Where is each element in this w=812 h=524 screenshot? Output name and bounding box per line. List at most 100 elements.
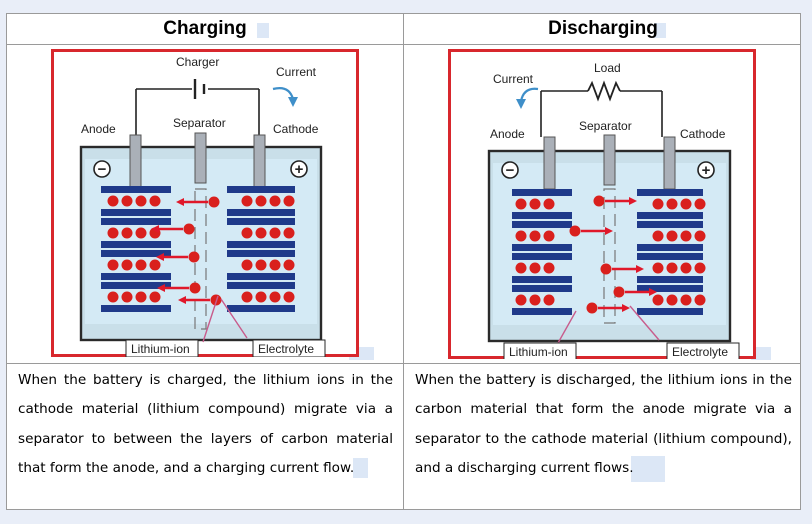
electrode-layer xyxy=(512,189,572,196)
cathode-label: Cathode xyxy=(273,122,319,136)
load-resistor xyxy=(587,80,621,102)
anode-layers xyxy=(101,186,171,312)
electrode-layer xyxy=(637,276,703,283)
electrolyte-box xyxy=(666,342,740,359)
migrating-lithium-ion xyxy=(569,225,581,237)
lithium-ion xyxy=(680,294,692,306)
electrode-layer xyxy=(101,209,171,216)
body-divider xyxy=(7,363,800,364)
migrating-lithium-ion xyxy=(600,263,612,275)
migration-arrowhead xyxy=(629,197,637,205)
lithium-ion xyxy=(255,291,267,303)
lithium-ion xyxy=(107,195,119,207)
lithium-ion xyxy=(269,291,281,303)
lithium-ion-label: Lithium-ion xyxy=(509,345,568,359)
lithium-ion xyxy=(652,294,664,306)
migration-arrowhead xyxy=(151,225,159,233)
migration-arrowhead xyxy=(157,284,165,292)
plus-sign xyxy=(697,161,715,179)
lithium-ion xyxy=(515,294,527,306)
electrolyte-label: Electrolyte xyxy=(672,345,728,359)
migration-arrowhead xyxy=(156,253,164,261)
lithium-ion xyxy=(283,195,295,207)
lithium-ion xyxy=(255,259,267,271)
electrode-layer xyxy=(227,218,295,225)
lithium-ion xyxy=(135,291,147,303)
charging-header: Charging xyxy=(163,18,247,39)
lithium-ion xyxy=(241,291,253,303)
lithium-ion xyxy=(255,227,267,239)
minus-label: − xyxy=(506,162,515,179)
lithium-ion xyxy=(543,198,555,210)
lithium-ion xyxy=(515,230,527,242)
column-divider xyxy=(403,14,404,509)
minus-label: − xyxy=(98,161,107,178)
lithium-ion xyxy=(135,195,147,207)
lithium-ion-label: Lithium-ion xyxy=(131,342,190,356)
lithium-ion xyxy=(680,262,692,274)
migration-arrowhead xyxy=(622,304,630,312)
electrode-layer xyxy=(637,212,703,219)
lithium-ion xyxy=(543,262,555,274)
electrolyte-pointer xyxy=(629,305,660,341)
lithium-ion xyxy=(694,198,706,210)
plus-label: + xyxy=(295,161,304,178)
electrode-layer xyxy=(227,305,295,312)
electrode-layer xyxy=(637,253,703,260)
lithium-ion xyxy=(283,291,295,303)
lithium-ion xyxy=(269,227,281,239)
lithium-ion xyxy=(121,291,133,303)
electrode-layer xyxy=(101,250,171,257)
electrode-layer xyxy=(512,308,572,315)
lithium-ion xyxy=(107,259,119,271)
charging-diagram: Charger Current Anode Separator Cathode … xyxy=(51,49,359,357)
electrode-layer xyxy=(512,253,572,260)
minus-sign xyxy=(93,160,111,178)
charging-description: When the battery is charged, the lithium… xyxy=(18,372,393,476)
lithium-ion-box xyxy=(503,342,577,359)
electrode-layer xyxy=(512,212,572,219)
load-label: Load xyxy=(594,61,621,75)
migration-arrowhead xyxy=(636,265,644,273)
migrating-lithium-ion xyxy=(208,196,220,208)
anode-terminal xyxy=(129,134,142,188)
separator-post xyxy=(194,132,207,184)
lithium-ion xyxy=(269,195,281,207)
lithium-ion xyxy=(515,198,527,210)
header-divider xyxy=(7,44,800,45)
lithium-ion xyxy=(515,262,527,274)
discharging-header: Discharging xyxy=(548,18,658,39)
lithium-ion-box xyxy=(125,339,199,357)
lithium-ion xyxy=(529,198,541,210)
lithium-ion xyxy=(283,259,295,271)
lithium-ion xyxy=(135,227,147,239)
lithium-ion xyxy=(666,294,678,306)
lithium-ion xyxy=(269,259,281,271)
lithium-ion xyxy=(680,198,692,210)
migrating-ions xyxy=(151,196,222,306)
migrating-lithium-ion xyxy=(613,286,625,298)
lithium-ion xyxy=(107,291,119,303)
lithium-ion xyxy=(652,262,664,274)
lithium-ion xyxy=(121,195,133,207)
lithium-ion xyxy=(283,227,295,239)
electrode-layer xyxy=(101,186,171,193)
lithium-ion xyxy=(255,195,267,207)
current-label: Current xyxy=(493,72,534,86)
electrolyte-label: Electrolyte xyxy=(258,342,314,356)
separator-membrane xyxy=(194,188,207,330)
text-highlight xyxy=(631,456,665,482)
lithium-ion xyxy=(694,262,706,274)
electrode-layer xyxy=(227,241,295,248)
plus-sign xyxy=(290,160,308,178)
electrode-layer xyxy=(637,221,703,228)
header-highlight xyxy=(257,23,269,38)
migrating-lithium-ion xyxy=(189,282,201,294)
anode-layers xyxy=(512,189,572,315)
lithium-ion xyxy=(529,294,541,306)
current-arrowhead xyxy=(516,99,526,109)
charger-label: Charger xyxy=(176,55,219,69)
lithium-ion xyxy=(680,230,692,242)
lithium-ion xyxy=(529,230,541,242)
electrode-layer xyxy=(227,282,295,289)
